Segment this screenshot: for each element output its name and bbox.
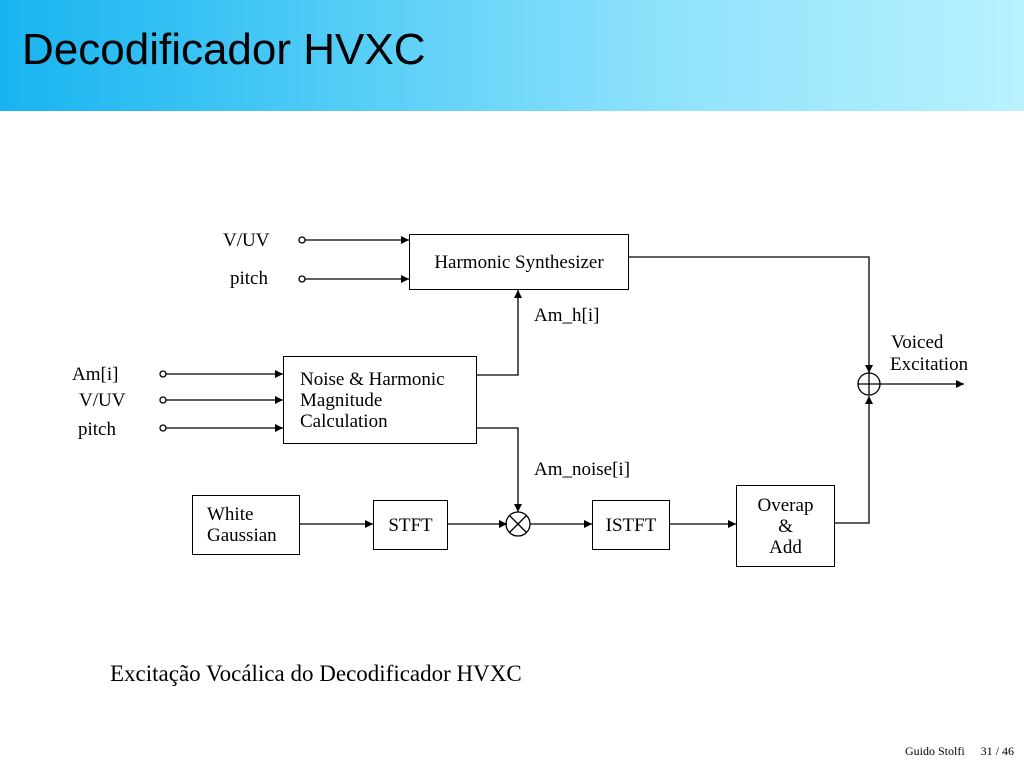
slide-footer: Guido Stolfi 31 / 46 [850, 744, 1014, 759]
input-terminal [298, 275, 306, 283]
input-label-nh-vuv: V/UV [79, 390, 126, 411]
istft-label: ISTFT [605, 514, 657, 536]
input-label-synth-pitch: pitch [230, 268, 268, 289]
input-label-nh-am: Am[i] [72, 364, 119, 385]
stft-block: STFT [373, 500, 448, 550]
signal-label-am-h: Am_h[i] [534, 305, 600, 326]
wire-am-noise [476, 427, 522, 512]
stft-label: STFT [388, 514, 433, 536]
noise-harmonic-magnitude-block: Noise & Harmonic Magnitude Calculation [283, 356, 477, 444]
figure-caption: Excitação Vocálica do Decodificador HVXC [110, 661, 522, 686]
title-bar [0, 0, 1024, 111]
harmonic-synthesizer-label: Harmonic Synthesizer [434, 251, 604, 273]
white-gaussian-block: White Gaussian [192, 495, 300, 555]
signal-label-am-noise: Am_noise[i] [534, 459, 631, 480]
footer-page-number: 31 / 46 [980, 744, 1014, 758]
istft-block: ISTFT [592, 500, 670, 550]
input-terminal [298, 236, 306, 244]
white-gaussian-line-2: Gaussian [207, 525, 277, 546]
noise-harmonic-line-3: Calculation [300, 410, 388, 432]
input-terminal [159, 424, 167, 432]
output-label-line-1: Voiced [891, 332, 944, 353]
input-label-synth-vuv: V/UV [223, 230, 270, 251]
wire-am-h [476, 290, 522, 376]
output-label-line-2: Excitation [890, 354, 969, 375]
noise-harmonic-line-1: Noise & Harmonic [300, 368, 445, 390]
wire-ola-to-adder [834, 396, 873, 524]
harmonic-synthesizer-block: Harmonic Synthesizer [409, 234, 629, 290]
multiplier-node [505, 511, 531, 537]
input-label-nh-pitch: pitch [78, 419, 116, 440]
footer-author: Guido Stolfi [904, 744, 965, 758]
noise-harmonic-line-2: Magnitude [300, 389, 383, 411]
overlap-add-line-1: Overap [757, 494, 814, 516]
input-terminal [159, 370, 167, 378]
slide-title: Decodificador HVXC [22, 25, 426, 74]
overlap-add-line-3: Add [769, 536, 802, 558]
input-terminal [159, 396, 167, 404]
white-gaussian-line-1: White [207, 504, 254, 525]
overlap-add-line-2: & [778, 515, 793, 537]
overlap-add-block: Overap & Add [736, 485, 835, 567]
wire-synth-to-adder [628, 256, 873, 373]
